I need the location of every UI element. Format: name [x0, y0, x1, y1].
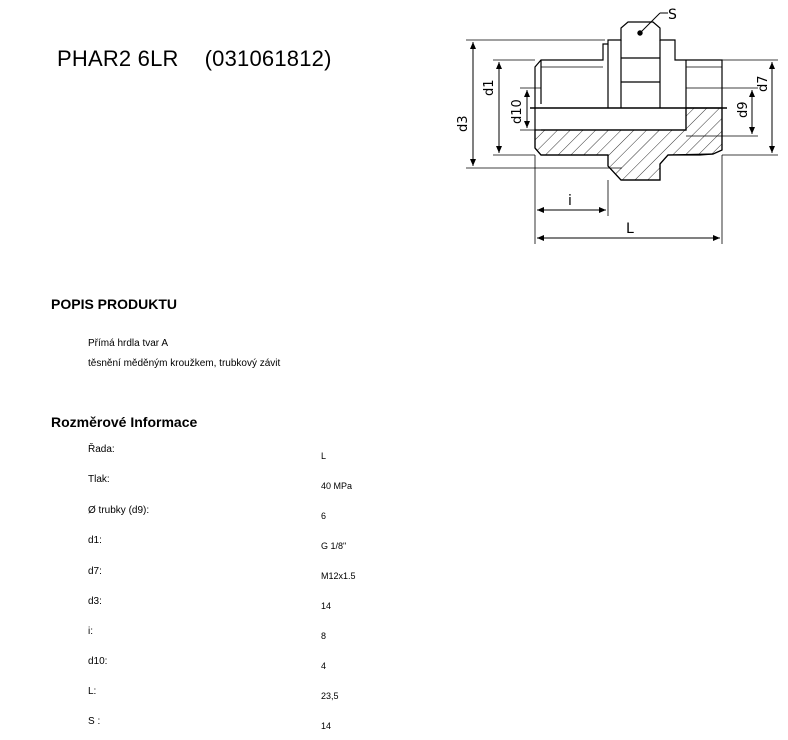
dimension-value: M12x1.5: [321, 571, 356, 581]
dimension-label: d10:: [88, 656, 108, 667]
dimension-value: 23,5: [321, 691, 339, 701]
description-line: těsnění měděným kroužkem, trubkový závit: [88, 358, 281, 369]
dimension-label: S :: [88, 716, 101, 727]
dimension-label: Tlak:: [88, 474, 110, 485]
description-line: Přímá hrdla tvar A: [88, 338, 169, 349]
dimension-value: G 1/8": [321, 541, 347, 551]
label-l: L: [626, 221, 634, 237]
dimension-label: d3:: [88, 596, 102, 607]
label-s: S: [668, 7, 677, 23]
dimension-lines: [470, 42, 775, 241]
label-d10: d10: [510, 99, 525, 124]
label-i: i: [568, 193, 572, 209]
technical-drawing: S d3 d1 d10 d7 d9 i L: [456, 7, 778, 244]
label-d7: d7: [756, 75, 771, 92]
product-name: PHAR2 6LR: [57, 46, 179, 71]
extension-lines: [466, 39, 778, 244]
dimension-label: d1:: [88, 535, 102, 546]
description-heading: POPIS PRODUKTU: [51, 296, 178, 312]
dimension-value: 6: [321, 511, 327, 521]
dimension-value: 8: [321, 631, 327, 641]
dimension-value: 14: [321, 601, 332, 611]
section-hatch: [534, 107, 723, 181]
product-code: (031061812): [204, 46, 332, 71]
dimension-label: i:: [88, 626, 93, 637]
dimension-value: 4: [321, 661, 327, 671]
dimension-value: 14: [321, 721, 332, 731]
dimension-label: L:: [88, 686, 97, 697]
product-title: PHAR2 6LR (031061812): [57, 46, 332, 72]
dimensions-heading: Rozměrové Informace: [51, 414, 198, 430]
dimension-label: Řada:: [88, 444, 115, 455]
dimension-label: Ø trubky (d9):: [88, 505, 150, 516]
label-d9: d9: [736, 101, 751, 118]
dimension-value: L: [321, 451, 327, 461]
dimension-label: d7:: [88, 566, 102, 577]
label-d3: d3: [456, 115, 471, 132]
dimension-value: 40 MPa: [321, 481, 353, 491]
label-d1: d1: [482, 79, 497, 96]
leader-s: [637, 12, 668, 36]
